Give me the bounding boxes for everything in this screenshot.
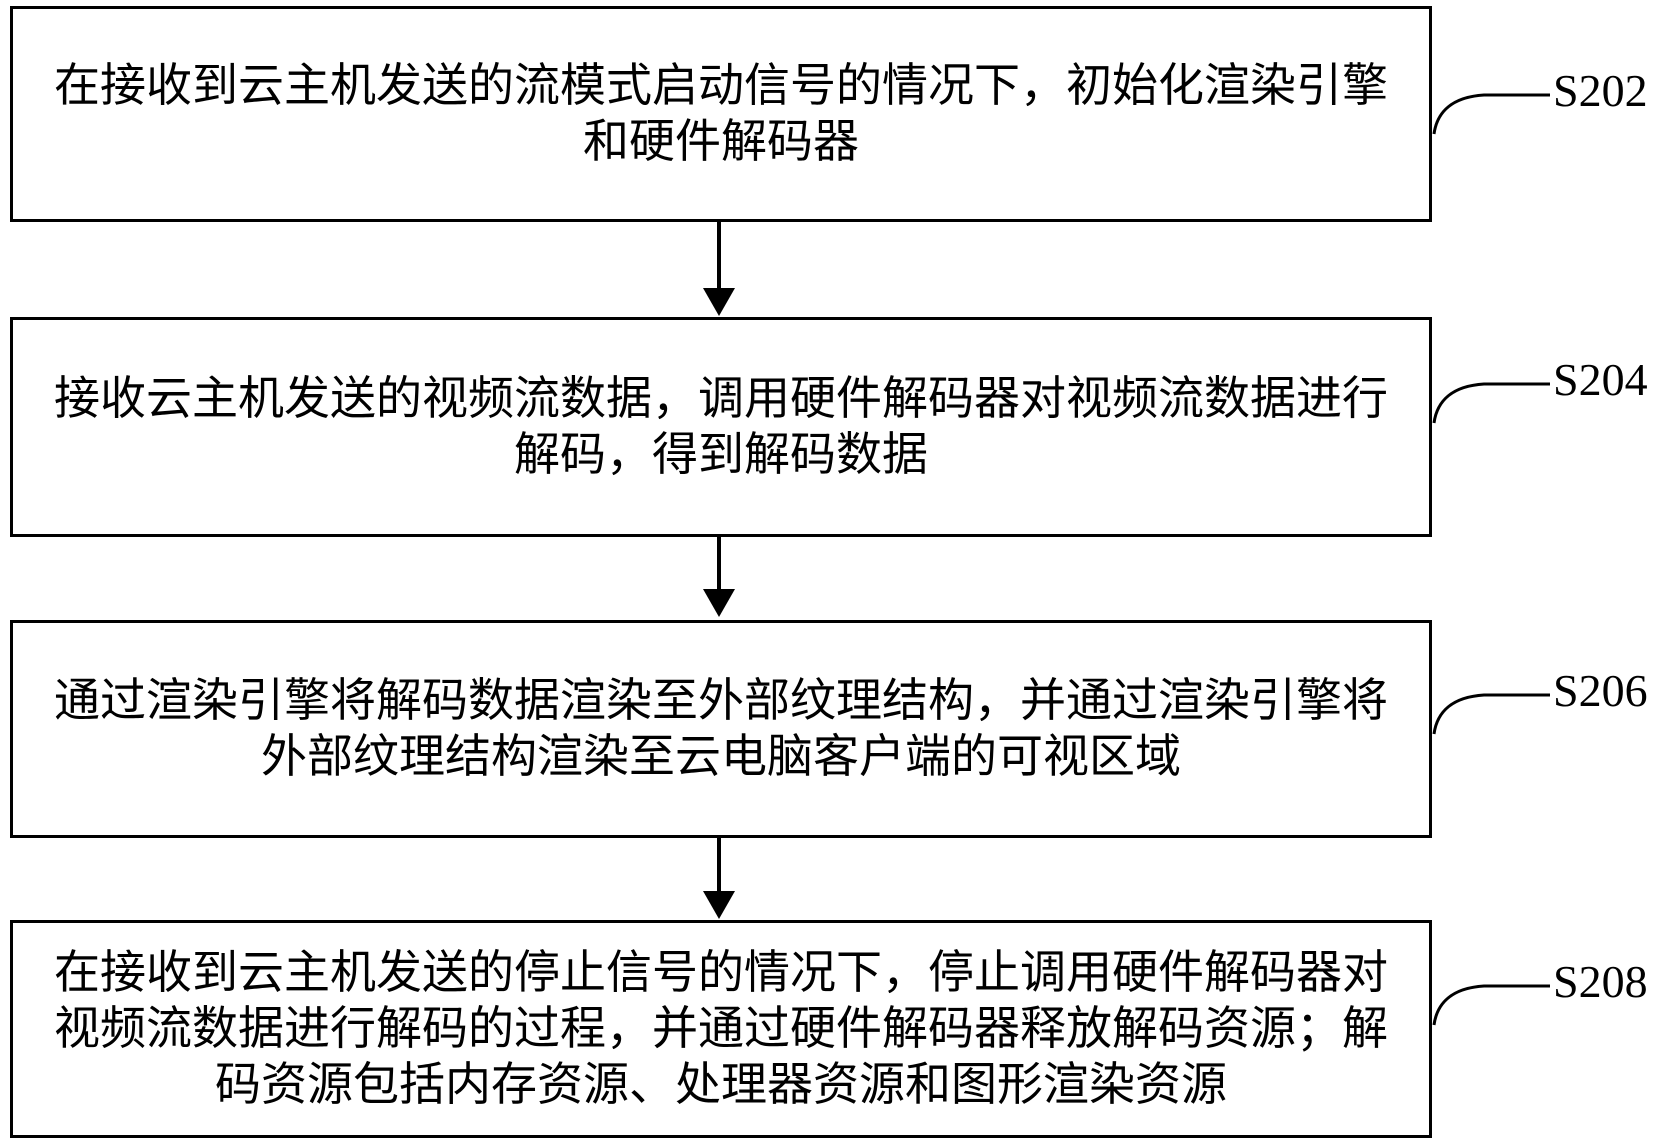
step-label-s202: S202 <box>1553 65 1648 116</box>
leader-line-s202 <box>1432 93 1550 135</box>
leader-line-s208 <box>1432 984 1550 1026</box>
flow-arrow-1 <box>703 222 735 316</box>
step-label-s208: S208 <box>1553 956 1648 1007</box>
step-label-s204: S204 <box>1553 354 1648 405</box>
step-text-line: 通过渲染引擎将解码数据渲染至外部纹理结构，并通过渲染引擎将 <box>54 675 1388 726</box>
flow-arrow-2 <box>703 537 735 617</box>
step-label-s206: S206 <box>1553 665 1648 716</box>
leader-line-s204 <box>1432 382 1550 424</box>
step-text-line: 在接收到云主机发送的流模式启动信号的情况下，初始化渲染引擎 <box>54 60 1388 111</box>
step-box-s206: 通过渲染引擎将解码数据渲染至外部纹理结构，并通过渲染引擎将 外部纹理结构渲染至云… <box>10 620 1432 838</box>
leader-line-s206 <box>1432 693 1550 735</box>
step-text-line: 解码，得到解码数据 <box>514 429 928 480</box>
step-text-line: 外部纹理结构渲染至云电脑客户端的可视区域 <box>261 731 1181 782</box>
step-text-line: 在接收到云主机发送的停止信号的情况下，停止调用硬件解码器对 <box>54 947 1388 998</box>
step-text-line: 和硬件解码器 <box>583 116 859 167</box>
step-text-line: 接收云主机发送的视频流数据，调用硬件解码器对视频流数据进行 <box>54 373 1388 424</box>
step-box-s202: 在接收到云主机发送的流模式启动信号的情况下，初始化渲染引擎 和硬件解码器 <box>10 6 1432 222</box>
step-text-line: 码资源包括内存资源、处理器资源和图形渲染资源 <box>215 1059 1227 1110</box>
step-box-s208: 在接收到云主机发送的停止信号的情况下，停止调用硬件解码器对 视频流数据进行解码的… <box>10 920 1432 1138</box>
step-box-s204: 接收云主机发送的视频流数据，调用硬件解码器对视频流数据进行 解码，得到解码数据 <box>10 317 1432 537</box>
step-text-line: 视频流数据进行解码的过程，并通过硬件解码器释放解码资源；解 <box>54 1003 1388 1054</box>
flow-arrow-3 <box>703 838 735 919</box>
